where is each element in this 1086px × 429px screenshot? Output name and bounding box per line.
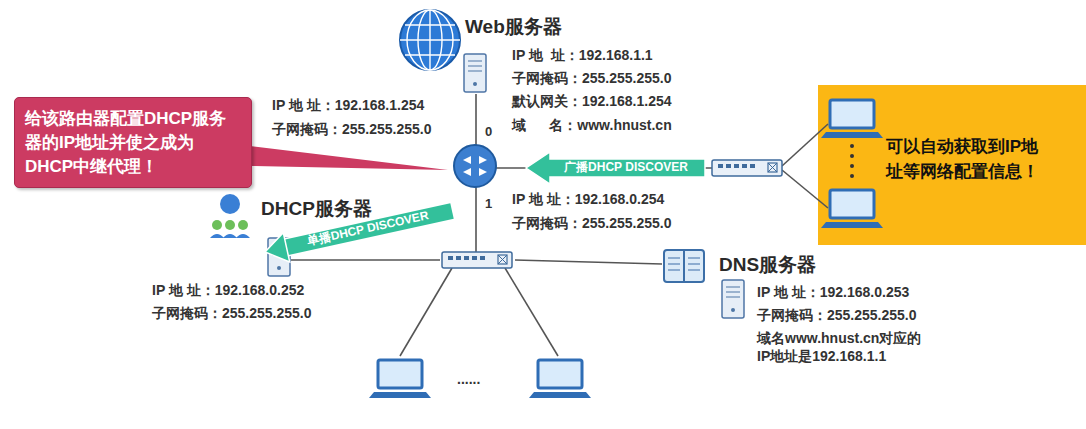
book-icon <box>683 250 685 282</box>
illustration <box>529 360 591 398</box>
network-wire <box>782 124 828 166</box>
router-icon <box>463 168 471 176</box>
ellipsis-dots <box>850 164 854 168</box>
network-wire <box>515 260 662 264</box>
ellipsis-dots <box>850 144 854 148</box>
node-text: Web服务器 <box>462 12 565 42</box>
node-text: DNS服务器 <box>716 250 819 280</box>
globe-icon <box>405 25 455 55</box>
network-wire <box>400 268 452 356</box>
ellipsis: ...... <box>457 370 480 388</box>
globe-icon <box>400 10 460 70</box>
address-text: IP 地 址：192.168.0.253 <box>757 283 909 301</box>
dhcp-icon <box>220 194 240 214</box>
router-icon <box>479 156 487 164</box>
callout-box: 给该路由器配置DHCP服务器的IP地址并使之成为DHCP中继代理！ <box>14 97 252 188</box>
network-wire <box>475 94 477 146</box>
network-wire <box>782 170 828 208</box>
dhcp-icon <box>238 220 248 230</box>
address-text: 子网掩码：255.255.255.0 <box>152 304 312 322</box>
dhcp-icon <box>210 234 250 238</box>
node-text: DHCP服务器 <box>258 194 375 224</box>
illustration <box>712 160 782 176</box>
ellipsis-dots <box>850 154 854 158</box>
callout-pointer <box>250 146 448 170</box>
illustration <box>722 280 744 318</box>
network-wire <box>475 187 477 252</box>
host-area <box>818 85 1086 245</box>
server-heading: Web服务器 <box>462 12 565 42</box>
node-text: 1 <box>485 196 492 211</box>
address-text: 域 名：www.hnust.cn <box>512 116 672 134</box>
book-icon <box>668 258 700 270</box>
broadcast-arrow <box>526 152 705 184</box>
network-wire <box>505 268 558 356</box>
router-icon <box>479 168 487 176</box>
router-icon <box>454 145 496 187</box>
illustration <box>821 190 883 228</box>
network-wire <box>291 259 440 261</box>
dhcp-icon <box>225 220 235 230</box>
arrow-label: 广播DHCP DISCOVER <box>564 160 688 176</box>
arrow-head <box>265 233 290 262</box>
note-text: 域名www.hnust.cn对应的 IP地址是192.168.1.1 <box>757 329 957 365</box>
ellipsis-dots <box>850 174 854 178</box>
dns-server-node: DNS服务器 <box>716 250 819 280</box>
address-text: IP 地 址：192.168.1.254 <box>272 96 424 114</box>
address-text: IP 地 址：192.168.0.252 <box>152 281 304 299</box>
book-icon <box>664 250 704 282</box>
globe-icon <box>400 10 460 70</box>
book-icon <box>664 250 704 282</box>
node-text: 可以自动获取到IP地址等网络配置信息！ <box>886 135 1046 184</box>
illustration <box>464 54 486 92</box>
dhcp-icon <box>212 220 222 230</box>
router-icon <box>463 156 487 176</box>
broadcast-arrow <box>526 152 705 184</box>
router-icon <box>463 156 471 164</box>
node-text: 给该路由器配置DHCP服务器的IP地址并使之成为DHCP中继代理！ <box>25 107 241 178</box>
router-icon <box>454 145 496 187</box>
address-text: IP 地 址：192.168.0.254 <box>512 190 664 208</box>
address-text: 默认网关：192.168.1.254 <box>512 92 672 110</box>
globe-icon <box>400 39 460 40</box>
address-text: 子网掩码：255.255.255.0 <box>757 306 917 324</box>
illustration <box>442 252 512 268</box>
address-text: 子网掩码：255.255.255.0 <box>272 120 432 138</box>
address-text: 子网掩码：255.255.255.0 <box>512 214 672 232</box>
globe-icon <box>400 10 460 70</box>
illustration <box>369 360 431 398</box>
node-text: 0 <box>485 124 492 139</box>
address-text: 子网掩码：255.255.255.0 <box>512 69 672 87</box>
network-wire <box>782 124 828 208</box>
address-text: IP 地 址：192.168.1.1 <box>512 46 653 64</box>
host-area-box: 可以自动获取到IP地址等网络配置信息！ <box>818 85 1086 245</box>
router-node: 01 <box>452 124 500 215</box>
illustration <box>821 100 883 138</box>
ellipsis-dots <box>850 144 854 178</box>
dhcp-icon <box>210 194 250 238</box>
